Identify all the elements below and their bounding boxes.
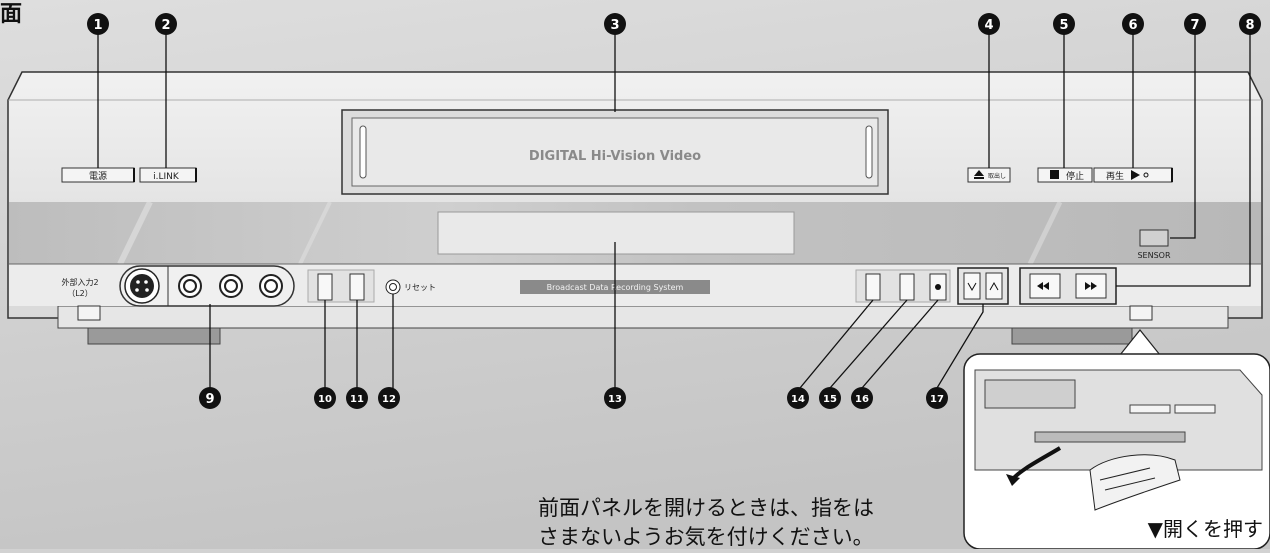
left-foot xyxy=(87,327,221,345)
channel-up-button[interactable] xyxy=(985,272,1003,300)
callout-14: 14 xyxy=(787,387,809,409)
chevron-up-icon xyxy=(989,281,999,291)
rewind-icon xyxy=(1037,282,1049,290)
svg-text:8: 8 xyxy=(1245,18,1254,33)
callout-6: 6 xyxy=(1122,13,1144,35)
eject-button[interactable]: 取出し xyxy=(967,167,1011,183)
fast-forward-button[interactable] xyxy=(1075,273,1107,299)
fl-display xyxy=(437,211,795,255)
svg-text:3: 3 xyxy=(610,18,619,33)
rewind-button[interactable] xyxy=(1029,273,1061,299)
button-14[interactable] xyxy=(865,273,881,301)
eject-label: 取出し xyxy=(988,172,1006,180)
svg-text:14: 14 xyxy=(791,394,805,405)
svg-text:10: 10 xyxy=(318,394,332,405)
svg-text:9: 9 xyxy=(205,392,214,407)
input-label-2: （L2） xyxy=(67,289,93,298)
callout-2: 2 xyxy=(155,13,177,35)
corner-mark: 面 xyxy=(0,2,23,27)
note-line-2: さまないようお気を付けください。 xyxy=(538,525,874,549)
stop-label: 停止 xyxy=(1066,170,1084,182)
callout-12: 12 xyxy=(378,387,400,409)
record-button[interactable] xyxy=(929,273,947,301)
front-rail xyxy=(57,305,1229,329)
fast-forward-icon xyxy=(1085,282,1097,290)
svg-text:12: 12 xyxy=(382,394,396,405)
power-label: 電源 xyxy=(89,171,107,182)
inset-caption: ▼開くを押す xyxy=(1148,517,1263,541)
panel-open-tab[interactable] xyxy=(1129,305,1153,321)
callout-1: 1 xyxy=(87,13,109,35)
play-icon xyxy=(1131,170,1140,180)
chevron-down-icon xyxy=(967,282,977,292)
channel-down-button[interactable] xyxy=(963,272,981,300)
callout-4: 4 xyxy=(978,13,1000,35)
svg-text:15: 15 xyxy=(823,394,837,405)
video-jack[interactable] xyxy=(178,274,202,298)
record-icon xyxy=(935,284,941,290)
svg-text:5: 5 xyxy=(1059,18,1068,33)
svg-text:16: 16 xyxy=(855,394,869,405)
inset-illustration xyxy=(963,353,1270,550)
stop-button[interactable]: 停止 xyxy=(1037,167,1093,183)
callout-13: 13 xyxy=(604,387,626,409)
ilink-button[interactable]: i.LINK xyxy=(139,167,197,183)
leader-lines xyxy=(97,30,1251,389)
right-foot xyxy=(1011,327,1133,345)
reset-label: リセット xyxy=(404,283,436,292)
callout-3: 3 xyxy=(604,13,626,35)
audio-l-jack[interactable] xyxy=(219,274,243,298)
callout-16: 16 xyxy=(851,387,873,409)
play-label: 再生 xyxy=(1106,170,1124,182)
button-15[interactable] xyxy=(899,273,915,301)
callout-15: 15 xyxy=(819,387,841,409)
remote-sensor xyxy=(1139,229,1169,247)
callout-5: 5 xyxy=(1053,13,1075,35)
callout-9: 9 xyxy=(199,387,221,409)
power-button[interactable]: 電源 xyxy=(61,167,135,183)
svg-text:1: 1 xyxy=(93,18,102,33)
button-10[interactable] xyxy=(317,273,333,301)
button-11[interactable] xyxy=(349,273,365,301)
svg-text:11: 11 xyxy=(350,394,364,405)
svg-text:13: 13 xyxy=(608,394,622,405)
reset-button[interactable] xyxy=(385,279,401,295)
audio-r-jack[interactable] xyxy=(259,274,283,298)
callout-17: 17 xyxy=(926,387,948,409)
callout-7: 7 xyxy=(1184,13,1206,35)
callout-11: 11 xyxy=(346,387,368,409)
sensor-label: SENSOR xyxy=(1137,251,1170,260)
eject-icon xyxy=(974,170,984,176)
note-line-1: 前面パネルを開けるときは、指をは xyxy=(538,496,874,520)
svg-text:17: 17 xyxy=(930,394,944,405)
play-button[interactable]: 再生 xyxy=(1093,167,1173,183)
svg-text:2: 2 xyxy=(161,18,170,33)
input-label-1: 外部入力2 xyxy=(61,277,98,287)
svg-text:7: 7 xyxy=(1190,18,1199,33)
svg-text:6: 6 xyxy=(1128,18,1137,33)
callout-8: 8 xyxy=(1239,13,1261,35)
stop-icon xyxy=(1050,170,1059,179)
svg-text:4: 4 xyxy=(984,18,993,33)
ilink-label: i.LINK xyxy=(153,172,180,182)
brand-text: DIGITAL Hi-Vision Video xyxy=(529,149,701,164)
av-input-jacks xyxy=(119,265,295,307)
callout-10: 10 xyxy=(314,387,336,409)
